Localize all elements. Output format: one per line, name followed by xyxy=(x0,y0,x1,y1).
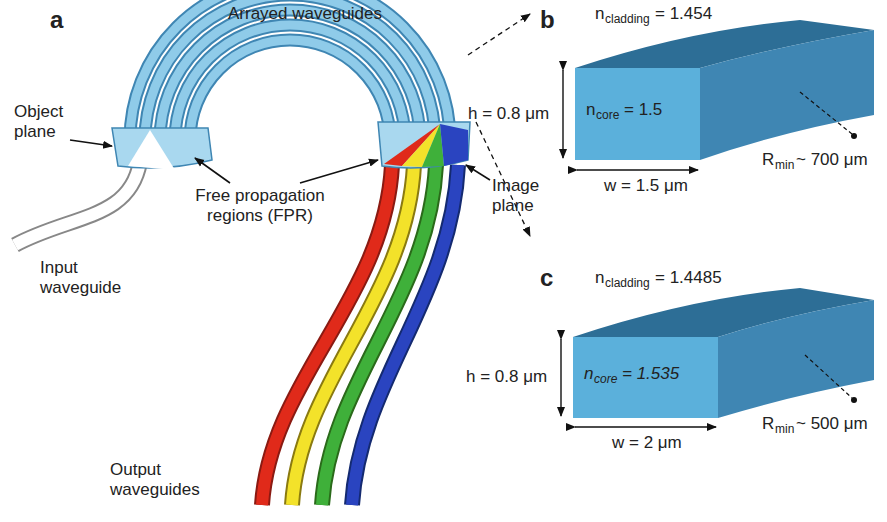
input-waveguide xyxy=(15,162,140,245)
value: ~ 700 μm xyxy=(796,150,868,170)
value: ~ 500 μm xyxy=(796,414,868,434)
output-fpr xyxy=(378,122,470,168)
panel-letter: c xyxy=(540,264,553,292)
part-label: Object plane xyxy=(14,102,76,141)
dimension: w = 2 μm xyxy=(612,433,682,453)
waveguide-block-b xyxy=(563,20,874,170)
subscript: core xyxy=(596,109,619,123)
symbol: n xyxy=(584,364,593,384)
subscript: min xyxy=(775,423,794,437)
arrayed-waveguides xyxy=(130,0,450,140)
input-waveguide-core xyxy=(15,162,140,245)
value: = 1.535 xyxy=(622,364,679,384)
dimension: h = 0.8 μm xyxy=(466,367,547,387)
leader-arrows xyxy=(70,140,490,183)
part-label: Free propagation regions (FPR) xyxy=(170,186,350,225)
symbol: R xyxy=(762,150,774,170)
part-label: Input waveguide xyxy=(40,258,135,297)
value: = 1.5 xyxy=(624,100,662,120)
dimension: h = 0.8 μm xyxy=(468,104,549,124)
part-label: Arrayed waveguides xyxy=(228,4,382,24)
subscript: core xyxy=(594,373,617,387)
value: = 1.454 xyxy=(655,4,712,24)
part-label: Output waveguides xyxy=(110,460,220,499)
dimension: w = 1.5 μm xyxy=(604,176,688,196)
symbol: R xyxy=(762,414,774,434)
subscript: cladding xyxy=(605,13,650,27)
subscript: min xyxy=(775,159,794,173)
value: = 1.4485 xyxy=(655,268,722,288)
panel-letter: b xyxy=(540,6,555,34)
panel-letter: a xyxy=(50,6,63,34)
symbol: n xyxy=(595,4,604,24)
symbol: n xyxy=(595,268,604,288)
part-label: Image plane xyxy=(492,176,552,215)
input-beam xyxy=(128,130,175,170)
blue-beam xyxy=(440,124,468,166)
symbol: n xyxy=(586,100,595,120)
waveguide-block-c xyxy=(561,288,874,427)
subscript: cladding xyxy=(605,277,650,291)
